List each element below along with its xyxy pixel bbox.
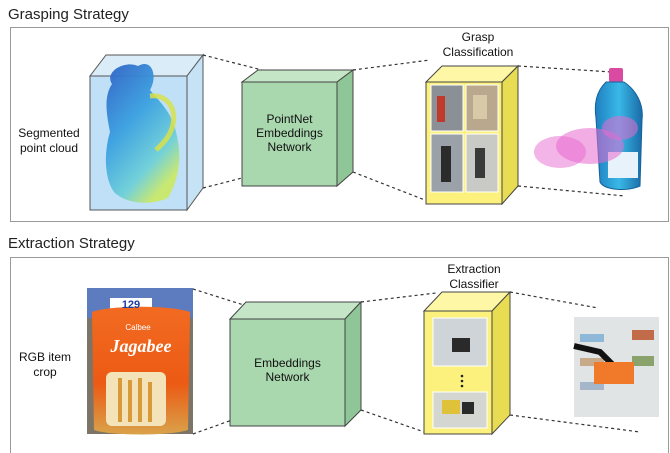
embeddings-network-label: Embeddings Network bbox=[254, 356, 321, 384]
extraction-classifier-label: Extraction Classifier bbox=[447, 262, 501, 291]
grasp-classifier-box bbox=[424, 64, 520, 206]
segmented-point-cloud-label: Segmented point cloud bbox=[18, 126, 80, 155]
pointnet-network-box bbox=[240, 69, 355, 188]
product-name: Jagabee bbox=[110, 336, 172, 356]
grasping-strategy-title: Grasping Strategy bbox=[8, 6, 129, 23]
price-tag: 129 bbox=[121, 299, 141, 311]
extraction-result-shelf bbox=[573, 317, 659, 417]
extraction-classifier-box bbox=[422, 290, 512, 436]
rgb-item-crop bbox=[87, 288, 193, 435]
embeddings-network-box bbox=[228, 300, 363, 428]
point-cloud-box bbox=[88, 53, 205, 212]
rgb-item-crop-label: RGB item crop bbox=[18, 350, 71, 379]
pointnet-network-label: PointNet Embeddings Network bbox=[256, 112, 323, 154]
grasp-thumbnail bbox=[430, 133, 464, 193]
product-brand: Calbee bbox=[125, 323, 151, 332]
grasp-classification-label: Grasp Classification bbox=[442, 30, 514, 59]
grasp-thumbnail bbox=[430, 84, 464, 132]
extraction-strategy-title: Extraction Strategy bbox=[8, 235, 135, 252]
grasp-result-bottle bbox=[534, 68, 643, 190]
point-cloud-shape bbox=[105, 64, 180, 203]
